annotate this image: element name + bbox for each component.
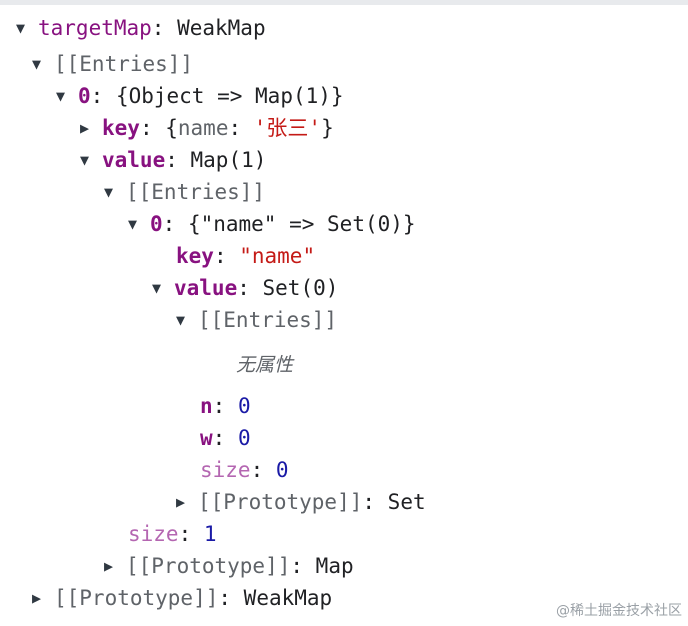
prop-size-key: size bbox=[200, 458, 251, 482]
map-size-key: size bbox=[128, 522, 179, 546]
map-entries-label: [[Entries]] bbox=[126, 180, 266, 204]
key-inner-name: name bbox=[177, 116, 229, 140]
prop-n-key: n bbox=[200, 394, 213, 418]
value-map: Map(1) bbox=[190, 148, 267, 172]
tree-row-set-entries[interactable]: ▼ [[Entries]] bbox=[176, 304, 337, 336]
entry-summary: {Object => Map(1)} bbox=[115, 84, 344, 108]
weak-proto-label: [[Prototype]] bbox=[54, 586, 219, 610]
tree-row-prop-size: size: 0 bbox=[200, 458, 289, 482]
collapsed-triangle-icon[interactable]: ▶ bbox=[80, 119, 90, 137]
tree-row-inner-key: key: "name" bbox=[176, 244, 316, 268]
entry-index: 0 bbox=[78, 84, 91, 108]
expanded-triangle-icon[interactable]: ▼ bbox=[176, 311, 186, 329]
expanded-triangle-icon[interactable]: ▼ bbox=[104, 183, 114, 201]
set-entries-label: [[Entries]] bbox=[198, 308, 338, 332]
map-size-value: 1 bbox=[203, 522, 217, 546]
expanded-triangle-icon[interactable]: ▼ bbox=[128, 215, 138, 233]
key-label: key bbox=[102, 116, 140, 140]
tree-row-prop-n: n: 0 bbox=[200, 394, 251, 418]
tree-row-entry-0[interactable]: ▼0: {Object => Map(1)} bbox=[56, 80, 344, 112]
root-key: targetMap bbox=[38, 16, 152, 40]
collapsed-triangle-icon[interactable]: ▶ bbox=[176, 493, 186, 511]
entries-label: [[Entries]] bbox=[54, 52, 194, 76]
set-proto-value: Set bbox=[387, 490, 426, 514]
expanded-triangle-icon[interactable]: ▼ bbox=[32, 55, 42, 73]
tree-row-targetmap[interactable]: ▼targetMap: WeakMap bbox=[16, 12, 266, 44]
collapsed-triangle-icon[interactable]: ▶ bbox=[32, 589, 42, 607]
map-entry-summary: {"name" => Set(0)} bbox=[187, 212, 416, 236]
key-inner-value: '张三' bbox=[253, 116, 322, 140]
expanded-triangle-icon[interactable]: ▼ bbox=[16, 19, 26, 37]
set-proto-label: [[Prototype]] bbox=[198, 490, 363, 514]
expanded-triangle-icon[interactable]: ▼ bbox=[56, 87, 66, 105]
inner-value-label: value bbox=[174, 276, 238, 300]
map-proto-label: [[Prototype]] bbox=[126, 554, 291, 578]
tree-row-map-entry-0[interactable]: ▼0: {"name" => Set(0)} bbox=[128, 208, 416, 240]
tree-row-key[interactable]: ▶key: {name: '张三'} bbox=[80, 112, 334, 144]
expanded-triangle-icon[interactable]: ▼ bbox=[80, 151, 90, 169]
tree-row-no-properties: 无属性 bbox=[236, 348, 293, 380]
tree-row-weakmap-prototype[interactable]: ▶[[Prototype]]: WeakMap bbox=[32, 582, 332, 614]
prop-n-value: 0 bbox=[237, 394, 251, 418]
no-properties-text: 无属性 bbox=[236, 354, 294, 376]
tree-row-inner-value[interactable]: ▼value: Set(0) bbox=[152, 272, 338, 304]
tree-row-map-prototype[interactable]: ▶[[Prototype]]: Map bbox=[104, 550, 354, 582]
tree-row-entries[interactable]: ▼ [[Entries]] bbox=[32, 48, 193, 80]
root-value: WeakMap bbox=[177, 16, 266, 40]
prop-w-value: 0 bbox=[237, 426, 251, 450]
watermark: @稀土掘金技术社区 bbox=[556, 603, 682, 619]
tree-row-set-prototype[interactable]: ▶[[Prototype]]: Set bbox=[176, 486, 426, 518]
value-label: value bbox=[102, 148, 166, 172]
prop-size-value: 0 bbox=[275, 458, 289, 482]
inner-value-set: Set(0) bbox=[262, 276, 339, 300]
weak-proto-value: WeakMap bbox=[243, 586, 333, 610]
tree-row-map-entries[interactable]: ▼ [[Entries]] bbox=[104, 176, 265, 208]
inner-key-label: key bbox=[176, 244, 214, 268]
map-proto-value: Map bbox=[315, 554, 354, 578]
tree-row-value[interactable]: ▼value: Map(1) bbox=[80, 144, 266, 176]
map-entry-index: 0 bbox=[150, 212, 163, 236]
collapsed-triangle-icon[interactable]: ▶ bbox=[104, 557, 114, 575]
prop-w-key: w bbox=[200, 426, 213, 450]
top-edge bbox=[0, 0, 688, 5]
tree-row-prop-w: w: 0 bbox=[200, 426, 251, 450]
tree-row-map-size: size: 1 bbox=[128, 522, 217, 546]
expanded-triangle-icon[interactable]: ▼ bbox=[152, 279, 162, 297]
inner-key-value: "name" bbox=[239, 244, 316, 268]
